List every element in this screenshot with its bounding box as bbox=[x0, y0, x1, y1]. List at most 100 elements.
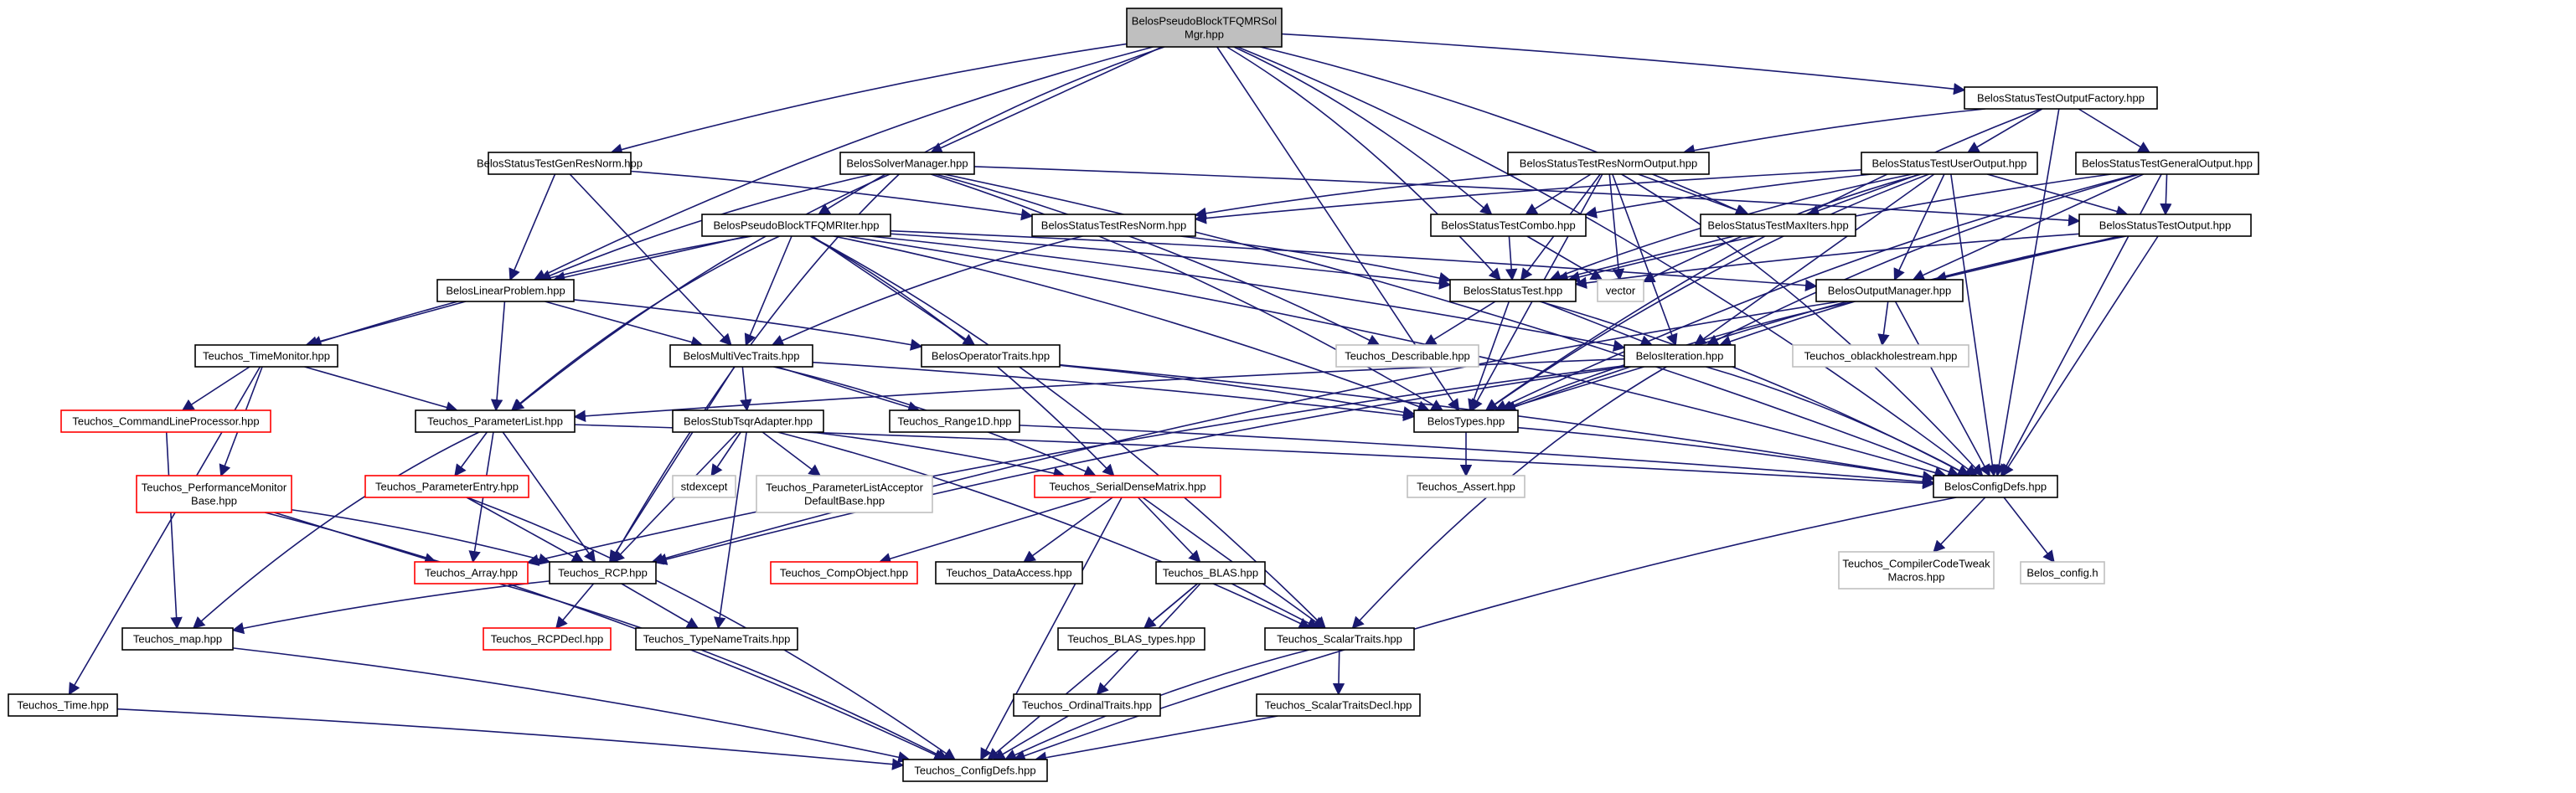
node-array[interactable]: Teuchos_Array.hpp bbox=[414, 561, 529, 584]
node-label-sofact: BelosStatusTestOutputFactory.hpp bbox=[1977, 92, 2145, 105]
node-assert: Teuchos_Assert.hpp bbox=[1407, 475, 1525, 498]
node-label-typename: Teuchos_TypeNameTraits.hpp bbox=[643, 633, 791, 646]
node-box-array bbox=[414, 561, 529, 584]
node-stdecl[interactable]: Teuchos_ScalarTraitsDecl.hpp bbox=[1256, 693, 1421, 717]
edge-linprob-to-optraits bbox=[573, 299, 923, 351]
edge-userout-to-resnorm bbox=[1194, 168, 1862, 224]
node-configdefs[interactable]: BelosConfigDefs.hpp bbox=[1933, 475, 2058, 498]
node-label-belosconfigh: Belos_config.h bbox=[2026, 567, 2098, 579]
node-solvermgr[interactable]: BelosSolverManager.hpp bbox=[839, 152, 975, 175]
edge-cmdline-to-map bbox=[165, 431, 183, 630]
node-scalartraits[interactable]: Teuchos_ScalarTraits.hpp bbox=[1264, 627, 1415, 651]
node-paramentry[interactable]: Teuchos_ParameterEntry.hpp bbox=[364, 475, 529, 498]
node-box-teuchosconfig bbox=[902, 759, 1048, 782]
node-label-plad: Teuchos_ParameterListAcceptor bbox=[766, 481, 924, 494]
node-label-rcp: Teuchos_RCP.hpp bbox=[558, 567, 648, 579]
node-linprob[interactable]: BelosLinearProblem.hpp bbox=[436, 279, 575, 302]
edge-sdm-to-dataaccess bbox=[1023, 497, 1113, 563]
node-box-oblack bbox=[1792, 344, 1969, 368]
node-userout[interactable]: BelosStatusTestUserOutput.hpp bbox=[1861, 152, 2038, 175]
node-tfqmriter[interactable]: BelosPseudoBlockTFQMRIter.hpp bbox=[701, 214, 891, 237]
edge-tfqmriter-to-belostypes bbox=[833, 235, 1430, 413]
edge-paramlist-to-map bbox=[192, 431, 480, 629]
node-cmdline[interactable]: Teuchos_CommandLineProcessor.hpp bbox=[60, 409, 271, 433]
node-rcp[interactable]: Teuchos_RCP.hpp bbox=[549, 561, 657, 584]
node-resnormout[interactable]: BelosStatusTestResNormOutput.hpp bbox=[1507, 152, 1710, 175]
node-label-map: Teuchos_map.hpp bbox=[133, 633, 222, 646]
node-gennorm[interactable]: BelosStatusTestGenResNorm.hpp bbox=[477, 152, 643, 175]
node-describable: Teuchos_Describable.hpp bbox=[1335, 344, 1479, 368]
nodes-layer: BelosPseudoBlockTFQMRSolMgr.hppBelosStat… bbox=[8, 8, 2259, 782]
node-box-resnorm bbox=[1031, 214, 1196, 237]
node-box-belosconfigh bbox=[2020, 561, 2105, 584]
node-label-gennorm: BelosStatusTestGenResNorm.hpp bbox=[477, 157, 643, 170]
node-tsqr[interactable]: BelosStubTsqrAdapter.hpp bbox=[672, 409, 824, 433]
node-timemon[interactable]: Teuchos_TimeMonitor.hpp bbox=[194, 344, 338, 368]
node-label-cmdline: Teuchos_CommandLineProcessor.hpp bbox=[72, 415, 259, 428]
node-belostypes[interactable]: BelosTypes.hpp bbox=[1413, 409, 1519, 433]
node-maxiters[interactable]: BelosStatusTestMaxIters.hpp bbox=[1700, 214, 1856, 237]
edge-sdm-to-compobj bbox=[878, 497, 1092, 565]
node-iteration[interactable]: BelosIteration.hpp bbox=[1624, 344, 1736, 368]
node-box-scalartraits bbox=[1264, 627, 1415, 651]
edge-sdm-to-teuchosconfig bbox=[980, 497, 1123, 761]
node-mvtraits[interactable]: BelosMultiVecTraits.hpp bbox=[669, 344, 813, 368]
node-typename[interactable]: Teuchos_TypeNameTraits.hpp bbox=[635, 627, 798, 651]
edge-root-to-solvermgr bbox=[930, 46, 1163, 154]
node-outmgr[interactable]: BelosOutputManager.hpp bbox=[1815, 279, 1964, 302]
node-paramlist[interactable]: Teuchos_ParameterList.hpp bbox=[415, 409, 576, 433]
node-range1d[interactable]: Teuchos_Range1D.hpp bbox=[889, 409, 1020, 433]
edge-gennorm-to-linprob bbox=[508, 173, 556, 281]
edge-root-to-gennorm bbox=[610, 43, 1128, 156]
node-label-cctm: Teuchos_CompilerCodeTweak bbox=[1842, 558, 1990, 570]
node-label-userout: BelosStatusTestUserOutput.hpp bbox=[1872, 157, 2027, 170]
node-label-compobj: Teuchos_CompObject.hpp bbox=[780, 567, 908, 579]
node-combo[interactable]: BelosStatusTestCombo.hpp bbox=[1430, 214, 1587, 237]
node-teuchosconfig[interactable]: Teuchos_ConfigDefs.hpp bbox=[902, 759, 1048, 782]
node-label-belostypes: BelosTypes.hpp bbox=[1427, 415, 1505, 428]
node-label-scalartraits: Teuchos_ScalarTraits.hpp bbox=[1277, 633, 1402, 646]
node-resnorm[interactable]: BelosStatusTestResNorm.hpp bbox=[1031, 214, 1196, 237]
node-ordinal[interactable]: Teuchos_OrdinalTraits.hpp bbox=[1013, 693, 1161, 717]
node-box-mvtraits bbox=[669, 344, 813, 368]
node-box-optraits bbox=[921, 344, 1061, 368]
edge-paramentry-to-rcp bbox=[466, 497, 585, 563]
edge-iteration-to-configdefs bbox=[1706, 366, 1970, 476]
node-box-stout bbox=[2078, 214, 2252, 237]
edge-stest-to-describable bbox=[1423, 301, 1496, 346]
node-stest[interactable]: BelosStatusTest.hpp bbox=[1449, 279, 1577, 302]
node-label-stout: BelosStatusTestOutput.hpp bbox=[2099, 219, 2232, 232]
node-map[interactable]: Teuchos_map.hpp bbox=[121, 627, 234, 651]
node-blas[interactable]: Teuchos_BLAS.hpp bbox=[1155, 561, 1266, 584]
node-stout[interactable]: BelosStatusTestOutput.hpp bbox=[2078, 214, 2252, 237]
node-blastypes[interactable]: Teuchos_BLAS_types.hpp bbox=[1057, 627, 1205, 651]
node-rcpdecl[interactable]: Teuchos_RCPDecl.hpp bbox=[483, 627, 612, 651]
node-sofact[interactable]: BelosStatusTestOutputFactory.hpp bbox=[1964, 86, 2158, 110]
edge-ordinal-to-teuchosconfig bbox=[993, 715, 1069, 760]
node-label-describable: Teuchos_Describable.hpp bbox=[1345, 350, 1470, 363]
node-time[interactable]: Teuchos_Time.hpp bbox=[8, 693, 118, 717]
node-box-timemon bbox=[194, 344, 338, 368]
node-dataaccess[interactable]: Teuchos_DataAccess.hpp bbox=[935, 561, 1083, 584]
node-box-configdefs bbox=[1933, 475, 2058, 498]
node-label-dataaccess: Teuchos_DataAccess.hpp bbox=[946, 567, 1071, 579]
edge-resnormout-to-combo bbox=[1525, 173, 1592, 215]
edge-tsqr-to-scalartraits bbox=[777, 431, 1311, 629]
node-sdm[interactable]: Teuchos_SerialDenseMatrix.hpp bbox=[1034, 475, 1221, 498]
edge-timemon-to-paramlist bbox=[304, 366, 458, 414]
node-stdexcept: stdexcept bbox=[672, 475, 736, 498]
node-compobj[interactable]: Teuchos_CompObject.hpp bbox=[770, 561, 918, 584]
node-oblack: Teuchos_oblackholestream.hpp bbox=[1792, 344, 1969, 368]
edge-tsqr-to-typename bbox=[714, 431, 747, 630]
node-genout[interactable]: BelosStatusTestGeneralOutput.hpp bbox=[2075, 152, 2259, 175]
node-optraits[interactable]: BelosOperatorTraits.hpp bbox=[921, 344, 1061, 368]
edge-iteration-to-paramlist bbox=[573, 358, 1625, 423]
edge-linprob-to-mvtraits bbox=[545, 301, 704, 348]
node-box-genout bbox=[2075, 152, 2259, 175]
node-box-stdecl bbox=[1256, 693, 1421, 717]
edge-gennorm-to-resnorm bbox=[630, 170, 1034, 221]
